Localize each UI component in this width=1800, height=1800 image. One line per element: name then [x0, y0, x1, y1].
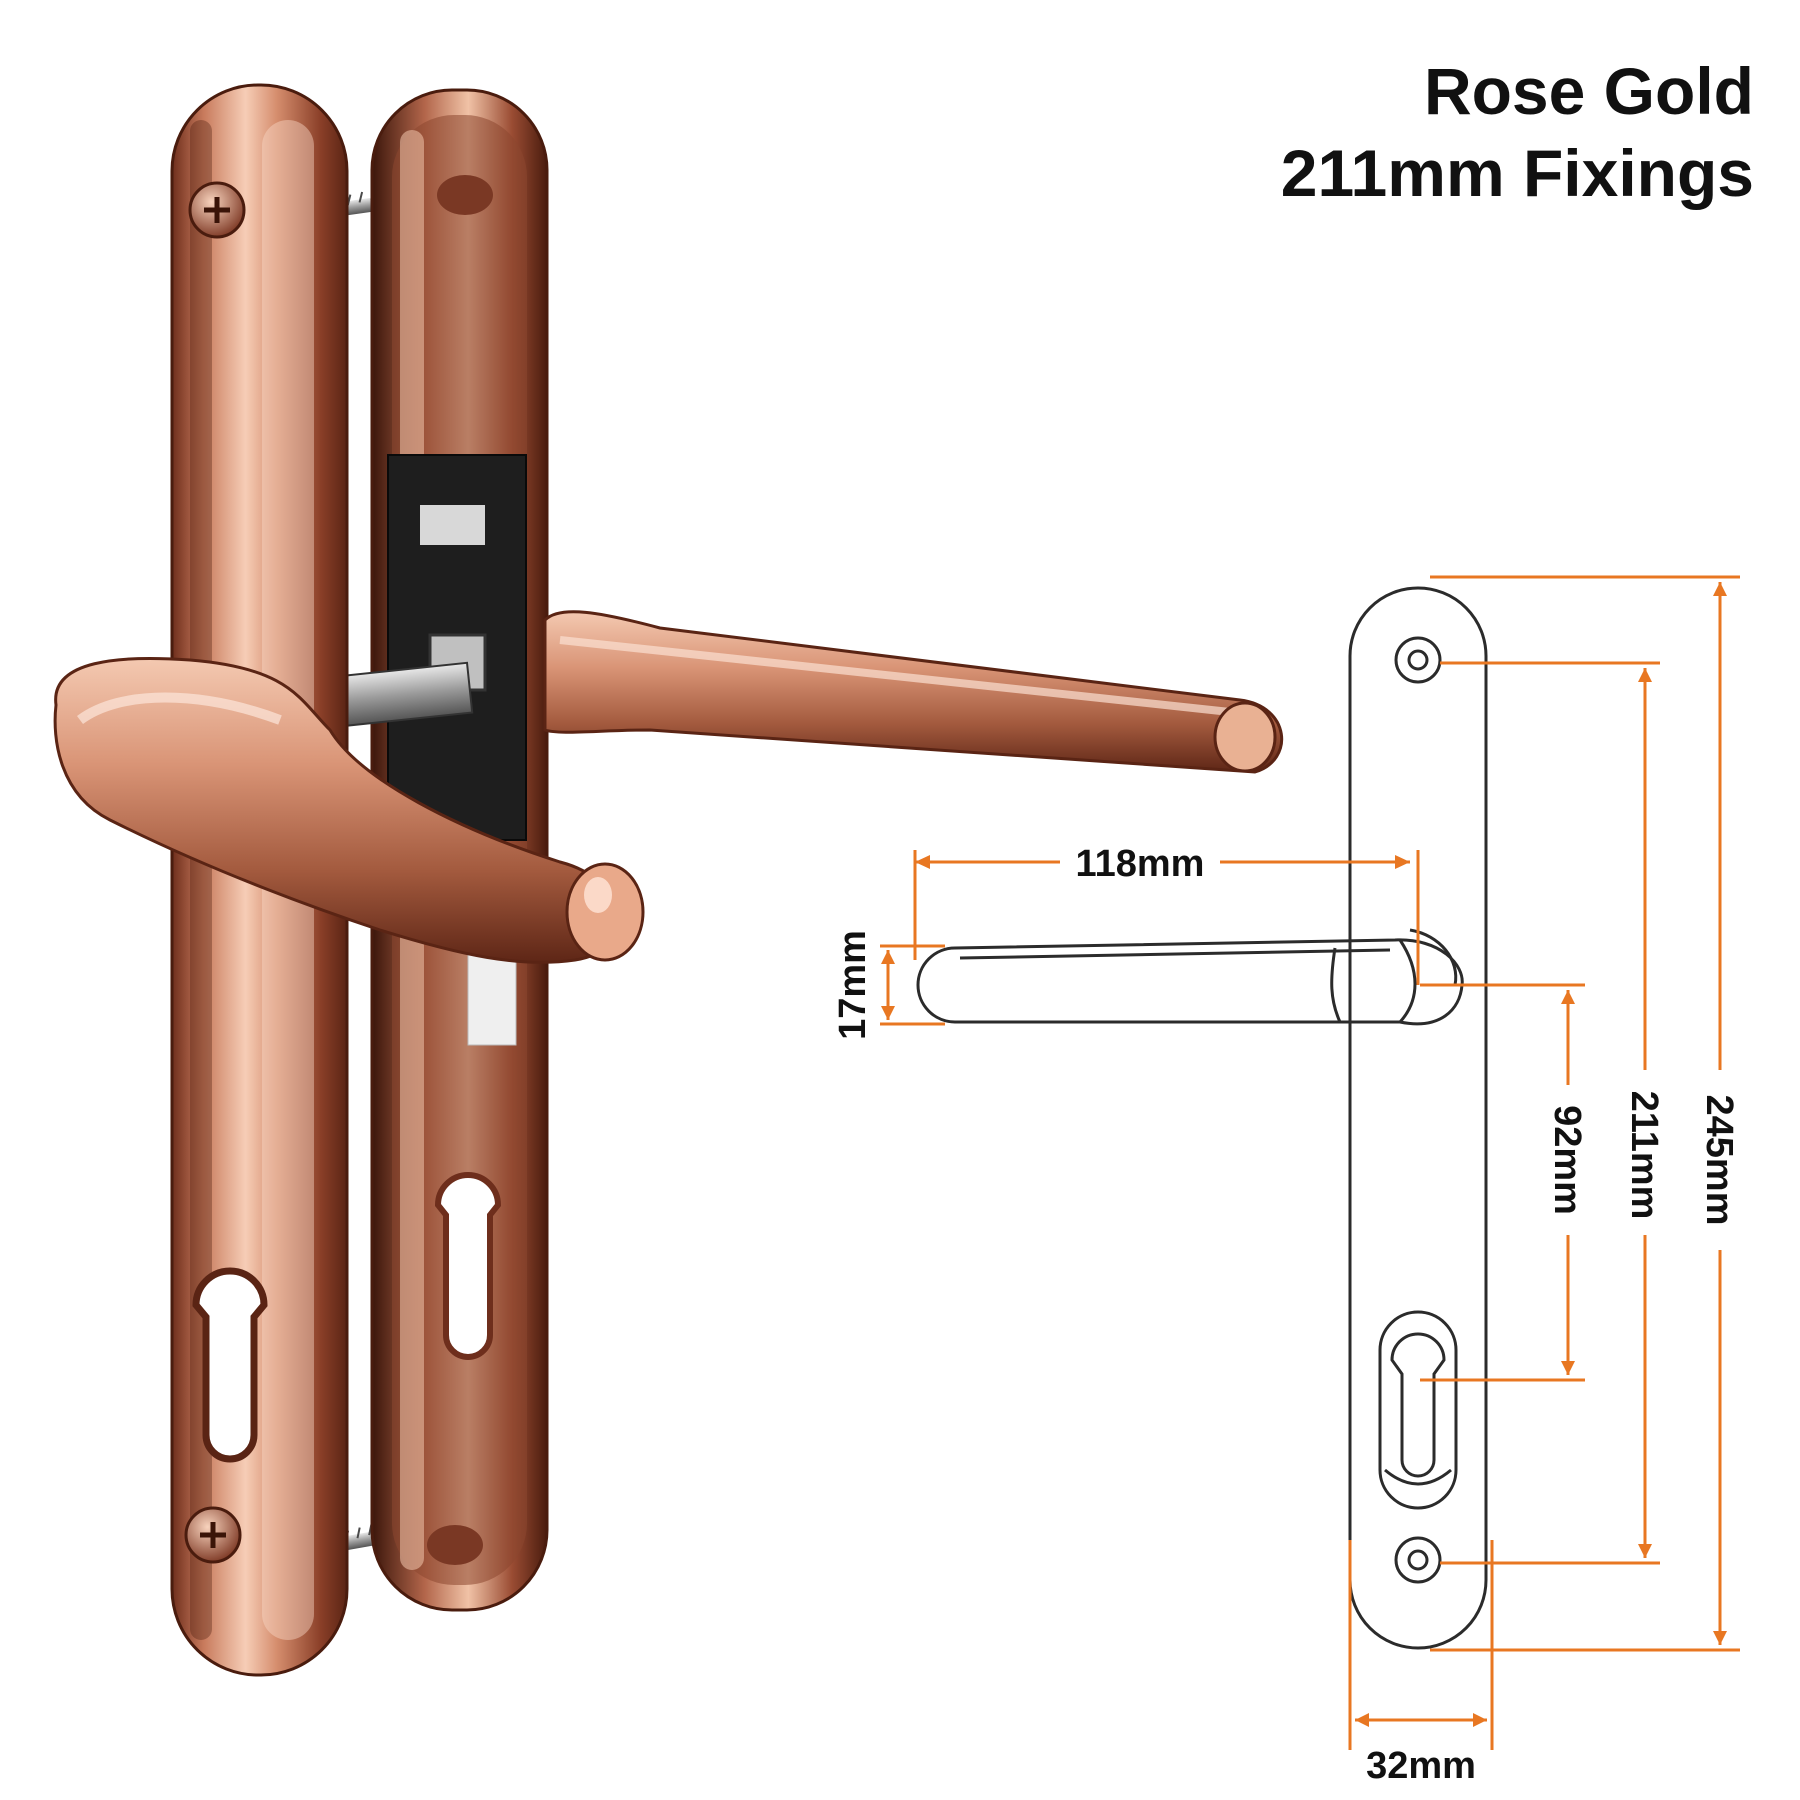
rear-backplate — [370, 88, 549, 1612]
dimension-arrowheads — [881, 582, 1727, 1727]
front-lever — [53, 656, 645, 964]
dimension-spindle-to-cylinder: 92mm — [1546, 1105, 1588, 1215]
dimension-backplate-width: 32mm — [1366, 1745, 1476, 1787]
fixings-label: 211mm Fixings — [1280, 136, 1754, 210]
screw-bottom-icon — [184, 1506, 242, 1564]
dimension-lines — [880, 575, 1740, 1750]
drawing-backplate — [1348, 586, 1488, 1650]
screw-top-icon — [188, 181, 246, 239]
dimension-lever-thickness: 17mm — [832, 930, 874, 1040]
product-title: Rose Gold 211mm Fixings — [1281, 50, 1754, 214]
drawing-lever — [916, 928, 1464, 1026]
dimension-backplate-height: 245mm — [1698, 1095, 1740, 1226]
rear-lever — [543, 610, 1284, 774]
finish-label: Rose Gold — [1423, 54, 1754, 128]
dimension-fixing-centres: 211mm — [1623, 1091, 1665, 1220]
dimension-lever-length: 118mm — [1076, 843, 1205, 885]
